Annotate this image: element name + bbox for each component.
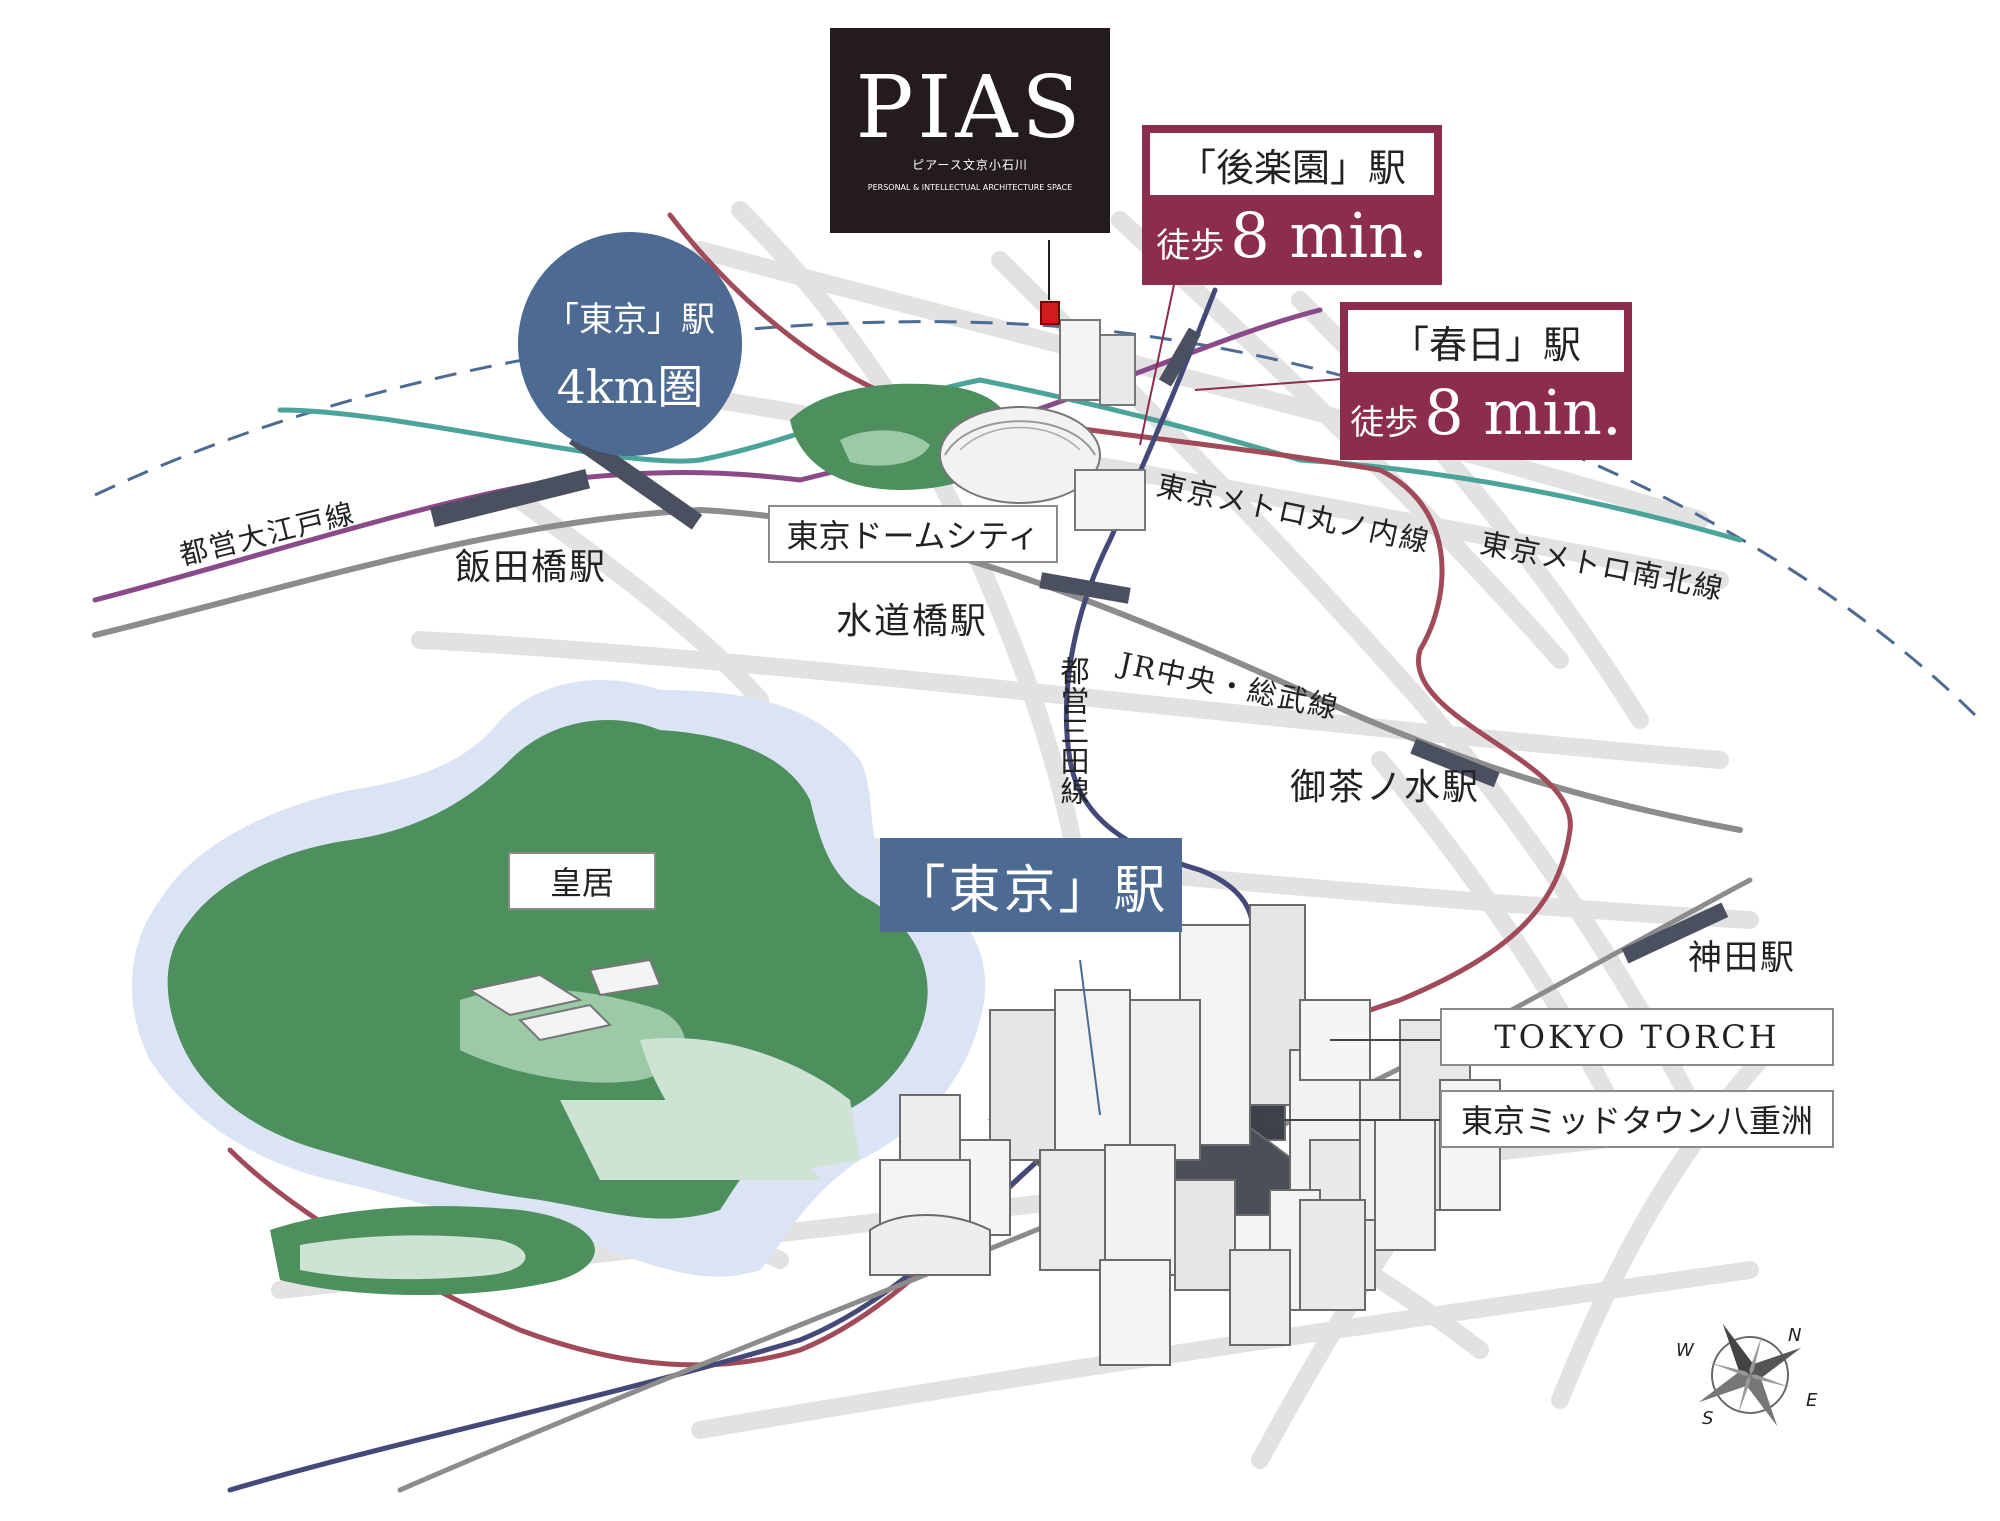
mita-line-label: 都営三田線 bbox=[1056, 656, 1090, 806]
tokyo-station-label: 「東京」駅 bbox=[880, 838, 1182, 932]
ochanomizu-station-label: 御茶ノ水駅 bbox=[1290, 767, 1481, 808]
pias-logo: PIAS ピアース文京小石川 PERSONAL & INTELLECTUAL A… bbox=[830, 28, 1110, 233]
line-oedo bbox=[92, 307, 1323, 603]
tokyo-torch-label: TOKYO TORCH bbox=[1440, 1008, 1834, 1066]
kasuga-walk-label: 徒歩 bbox=[1350, 403, 1419, 443]
kasuga-callout: 「春日」駅 徒歩 8 min. bbox=[1340, 302, 1632, 460]
compass-rose bbox=[1698, 1323, 1802, 1427]
callout-leaders bbox=[1048, 240, 1440, 1121]
korakuen-station-name: 「後楽園」駅 bbox=[1150, 133, 1434, 195]
logo-sub: ピアース文京小石川 bbox=[912, 158, 1028, 172]
station-markers bbox=[429, 327, 1729, 964]
property-marker bbox=[1040, 301, 1060, 325]
compass-w: W bbox=[1676, 1340, 1696, 1361]
midtown-yaesu-label: 東京ミッドタウン八重洲 bbox=[1440, 1090, 1834, 1148]
logo-name: PIAS bbox=[855, 58, 1085, 158]
radius-distance: 4km圏 bbox=[556, 360, 704, 414]
compass-s: S bbox=[1702, 1408, 1716, 1429]
suidobashi-station-label: 水道橋駅 bbox=[836, 601, 989, 642]
korakuen-walk-label: 徒歩 bbox=[1156, 226, 1225, 266]
tokyo-dome bbox=[939, 319, 1146, 531]
kanda-station-label: 神田駅 bbox=[1688, 938, 1796, 978]
korakuen-minutes: 8 min. bbox=[1230, 199, 1428, 272]
compass-e: E bbox=[1806, 1390, 1820, 1411]
tokyo-dome-city-label: 東京ドームシティ bbox=[768, 505, 1058, 563]
radius-station: 「東京」駅 bbox=[545, 300, 715, 340]
korakuen-walk-time: 徒歩 8 min. bbox=[1142, 195, 1442, 272]
kasuga-minutes: 8 min. bbox=[1424, 376, 1622, 449]
radius-badge: 「東京」駅 4km圏 bbox=[518, 232, 742, 456]
palace-buildings bbox=[467, 958, 662, 1042]
kasuga-station-name: 「春日」駅 bbox=[1348, 310, 1624, 372]
kasuga-walk-time: 徒歩 8 min. bbox=[1340, 372, 1632, 449]
logo-tagline: PERSONAL & INTELLECTUAL ARCHITECTURE SPA… bbox=[867, 183, 1073, 192]
kokyo-label: 皇居 bbox=[508, 852, 656, 910]
imperial-palace-park bbox=[167, 720, 928, 1295]
compass-n: N bbox=[1788, 1325, 1804, 1346]
line-marunouchi bbox=[227, 212, 1573, 1368]
line-namboku bbox=[277, 377, 1743, 543]
korakuen-callout: 「後楽園」駅 徒歩 8 min. bbox=[1142, 125, 1442, 285]
iidabashi-station-label: 飯田橋駅 bbox=[455, 547, 608, 588]
